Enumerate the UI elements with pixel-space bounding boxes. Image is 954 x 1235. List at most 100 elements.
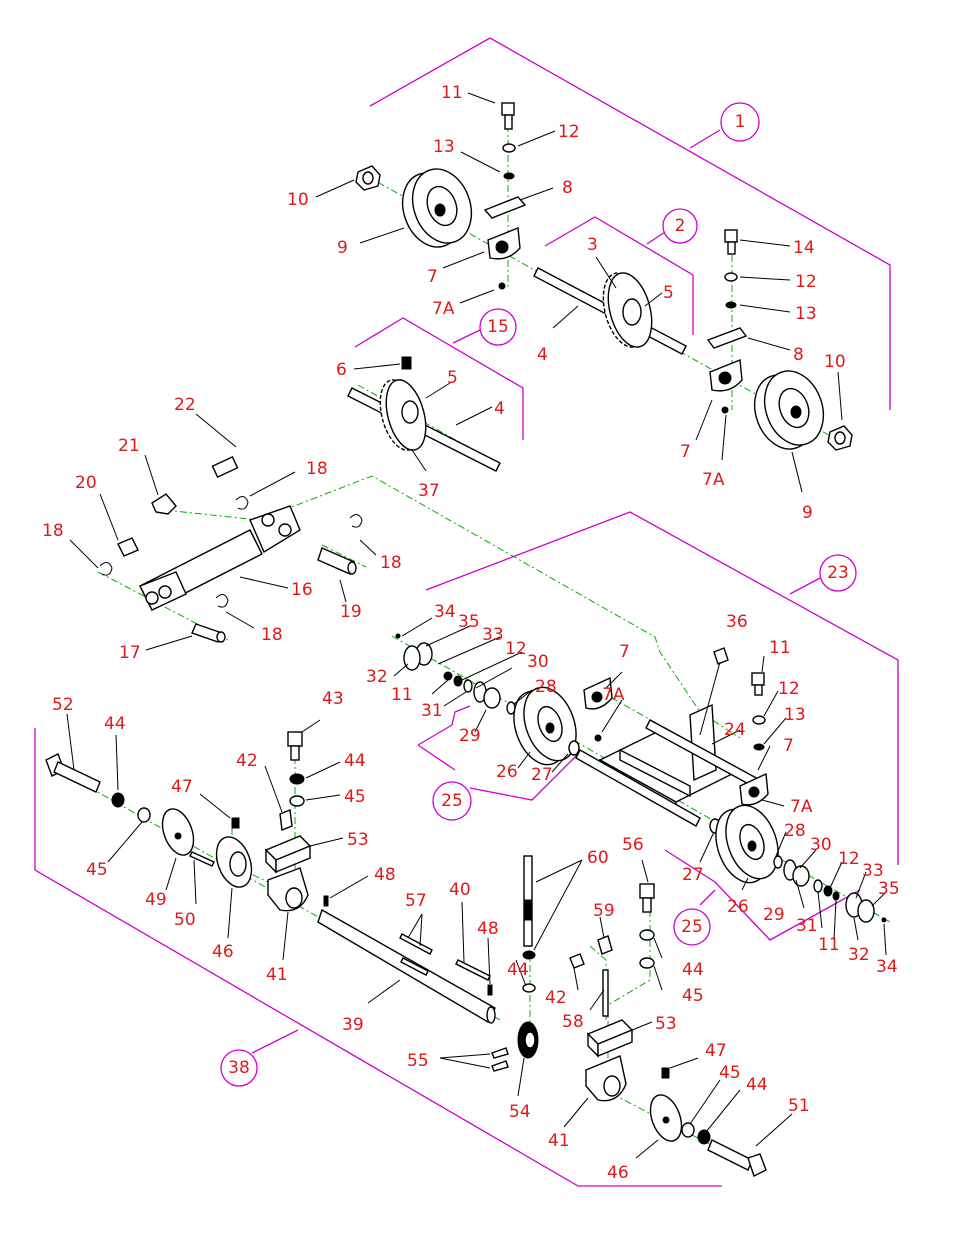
pin-34-left bbox=[395, 633, 401, 639]
keys-57 bbox=[399, 933, 433, 976]
flange-46-right bbox=[649, 1094, 683, 1142]
bearing-7-upper bbox=[487, 227, 521, 260]
leader-lines bbox=[66, 92, 887, 1159]
bracket-assembly-23 bbox=[425, 511, 899, 865]
label-26: 26 bbox=[727, 897, 749, 917]
fitting-42-left bbox=[279, 809, 293, 831]
svg-text:2: 2 bbox=[675, 216, 686, 236]
clip-18-a bbox=[235, 496, 249, 510]
washer-45-upper bbox=[289, 795, 305, 807]
label-21: 21 bbox=[118, 436, 140, 456]
bracket-assembly-15 bbox=[354, 317, 524, 440]
label-45: 45 bbox=[86, 860, 108, 880]
assembly-brackets bbox=[34, 37, 899, 1187]
washer-45-left bbox=[137, 807, 151, 823]
label-58: 58 bbox=[562, 1012, 584, 1032]
shaft-60 bbox=[523, 855, 533, 947]
shaft-39 bbox=[317, 908, 496, 1024]
plate-8-right bbox=[706, 327, 748, 349]
label-22: 22 bbox=[174, 395, 196, 415]
label-7: 7 bbox=[619, 642, 630, 662]
washer-12-assembly23 bbox=[752, 715, 766, 725]
label-31: 31 bbox=[796, 916, 818, 936]
bolt-52 bbox=[45, 753, 101, 793]
nut-44-upper bbox=[289, 773, 305, 785]
label-44: 44 bbox=[507, 960, 529, 980]
label-60: 60 bbox=[587, 848, 609, 868]
spring-29-right bbox=[783, 859, 810, 887]
label-44: 44 bbox=[104, 714, 126, 734]
washer-11-right bbox=[832, 891, 840, 901]
clip-18-b bbox=[349, 514, 363, 528]
callout-assembly-38: 38 bbox=[220, 1049, 258, 1087]
svg-text:25: 25 bbox=[681, 917, 703, 937]
label-18: 18 bbox=[261, 625, 283, 645]
svg-text:38: 38 bbox=[228, 1058, 250, 1078]
key-48-left bbox=[323, 895, 329, 907]
ring-33-right bbox=[857, 899, 875, 923]
label-43: 43 bbox=[322, 689, 344, 709]
callout-assembly-25-left: 25 bbox=[432, 781, 472, 821]
label-13: 13 bbox=[433, 137, 455, 157]
label-34: 34 bbox=[876, 957, 898, 977]
label-11: 11 bbox=[818, 935, 840, 955]
block-53-right bbox=[586, 1019, 634, 1058]
label-53: 53 bbox=[655, 1014, 677, 1034]
nut-44-left bbox=[111, 792, 125, 808]
callout-circles: 1 2 15 23 25 25 38 bbox=[220, 102, 857, 1087]
label-26: 26 bbox=[496, 762, 518, 782]
label-24: 24 bbox=[724, 720, 746, 740]
screws-55 bbox=[491, 1047, 509, 1072]
ring-31-right bbox=[813, 879, 823, 893]
label-7A: 7A bbox=[432, 299, 455, 319]
parts bbox=[45, 102, 887, 1177]
label-18: 18 bbox=[380, 553, 402, 573]
label-36: 36 bbox=[726, 612, 748, 632]
part-labels: 11 12 13 8 10 9 7 7A 3 5 4 14 12 13 8 10… bbox=[42, 83, 900, 1183]
callout-assembly-23: 23 bbox=[819, 554, 857, 592]
spring-29-left bbox=[473, 681, 501, 709]
svg-text:25: 25 bbox=[441, 791, 463, 811]
label-10: 10 bbox=[287, 190, 309, 210]
label-35: 35 bbox=[878, 879, 900, 899]
clip-18-d bbox=[215, 594, 229, 608]
label-50: 50 bbox=[174, 910, 196, 930]
label-18: 18 bbox=[42, 521, 64, 541]
label-37: 37 bbox=[418, 481, 440, 501]
bracket-assembly-2 bbox=[544, 216, 694, 335]
nut-44-right-upper bbox=[639, 929, 655, 941]
bearing-7-assembly23-right bbox=[739, 772, 769, 806]
bracket-assembly-38 bbox=[34, 728, 722, 1187]
label-6: 6 bbox=[336, 360, 347, 380]
washer-45-right-upper bbox=[639, 957, 655, 969]
label-7: 7 bbox=[680, 442, 691, 462]
label-45: 45 bbox=[682, 986, 704, 1006]
cylinder-16 bbox=[139, 505, 301, 611]
label-59: 59 bbox=[593, 901, 615, 921]
wheel-26-right bbox=[715, 804, 779, 884]
label-12: 12 bbox=[778, 679, 800, 699]
label-27: 27 bbox=[682, 865, 704, 885]
rod-58 bbox=[602, 969, 609, 1017]
svg-text:23: 23 bbox=[827, 563, 849, 583]
label-40: 40 bbox=[449, 880, 471, 900]
nut-44-right bbox=[697, 1129, 711, 1145]
nut-10-left bbox=[355, 165, 381, 191]
ring-32-left bbox=[403, 645, 421, 671]
label-27: 27 bbox=[531, 765, 553, 785]
label-10: 10 bbox=[824, 352, 846, 372]
label-41: 41 bbox=[548, 1131, 570, 1151]
lockwasher-13-assembly23 bbox=[753, 743, 765, 751]
label-49: 49 bbox=[145, 890, 167, 910]
label-9: 9 bbox=[337, 238, 348, 258]
label-13: 13 bbox=[795, 304, 817, 324]
pillow-block-41-right bbox=[585, 1055, 627, 1102]
label-8: 8 bbox=[793, 345, 804, 365]
bolt-11-upper bbox=[501, 102, 515, 130]
fitting-59 bbox=[597, 935, 613, 955]
washer-45-right bbox=[681, 1122, 695, 1138]
key-50 bbox=[189, 851, 215, 867]
ring-28-right bbox=[773, 855, 783, 869]
label-8: 8 bbox=[562, 178, 573, 198]
